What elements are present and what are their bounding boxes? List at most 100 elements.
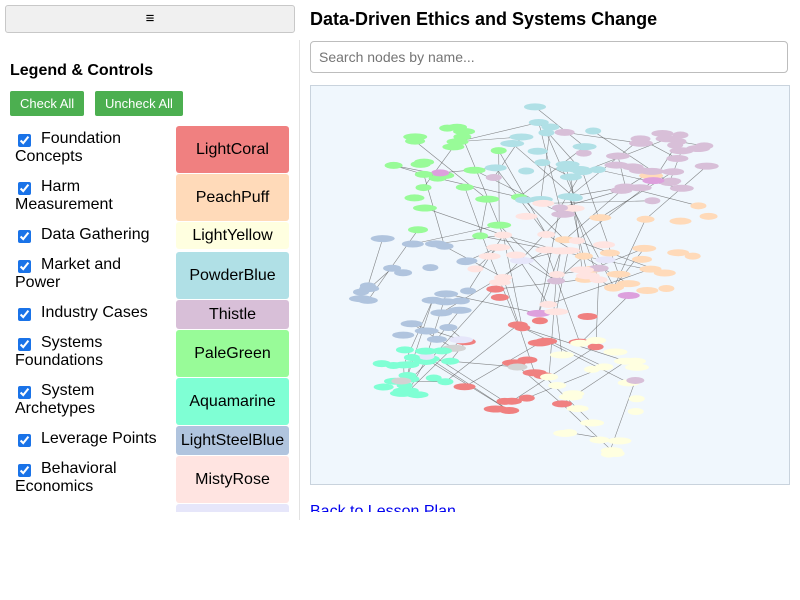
graph-node[interactable] (628, 139, 653, 147)
graph-node[interactable] (577, 312, 598, 320)
graph-node[interactable] (430, 309, 453, 317)
graph-node[interactable] (593, 241, 616, 249)
graph-node[interactable] (586, 336, 607, 344)
graph-node[interactable] (509, 257, 534, 265)
graph-node[interactable] (694, 162, 719, 170)
graph-node[interactable] (552, 400, 573, 408)
graph-node[interactable] (441, 357, 460, 365)
graph-node[interactable] (589, 214, 612, 222)
graph-node[interactable] (669, 217, 692, 225)
graph-node[interactable] (442, 143, 465, 151)
graph-node[interactable] (437, 378, 454, 386)
graph-node[interactable] (403, 354, 420, 362)
graph-node[interactable] (496, 397, 513, 405)
graph-node[interactable] (624, 363, 649, 371)
graph-node[interactable] (463, 166, 486, 174)
graph-node[interactable] (418, 352, 435, 360)
graph-node[interactable] (589, 166, 606, 174)
graph-node[interactable] (399, 361, 420, 369)
graph-node[interactable] (566, 405, 589, 413)
graph-node[interactable] (404, 194, 425, 202)
graph-node[interactable] (359, 285, 380, 293)
graph-node[interactable] (603, 348, 628, 356)
graph-node[interactable] (415, 184, 432, 192)
graph-node[interactable] (392, 331, 415, 339)
graph-node[interactable] (568, 237, 585, 245)
graph-node[interactable] (391, 377, 412, 385)
graph-node[interactable] (653, 269, 676, 277)
graph-node[interactable] (515, 196, 534, 204)
graph-node[interactable] (394, 269, 413, 277)
graph-node[interactable] (447, 306, 472, 314)
graph-node[interactable] (403, 133, 428, 141)
back-to-lesson-plan-link[interactable]: Back to Lesson Plan (310, 503, 456, 512)
graph-node[interactable] (604, 161, 629, 169)
graph-node[interactable] (455, 183, 474, 191)
graph-node[interactable] (487, 221, 512, 229)
graph-node[interactable] (507, 321, 528, 329)
graph-node[interactable] (548, 270, 565, 278)
graph-node[interactable] (595, 363, 614, 371)
check-all-button[interactable]: Check All (10, 91, 85, 116)
graph-node[interactable] (572, 143, 597, 151)
legend-checkbox[interactable] (18, 308, 31, 321)
graph-node[interactable] (414, 170, 433, 178)
graph-node[interactable] (667, 249, 690, 257)
graph-node[interactable] (614, 183, 637, 191)
search-input[interactable] (310, 41, 788, 73)
graph-node[interactable] (616, 280, 641, 288)
menu-toggle-button[interactable]: ≡ (5, 5, 295, 33)
graph-node[interactable] (490, 147, 507, 155)
graph-node[interactable] (453, 383, 476, 391)
graph-node[interactable] (554, 128, 575, 136)
graph-node[interactable] (534, 159, 551, 167)
graph-node[interactable] (585, 127, 602, 135)
graph-node[interactable] (595, 256, 616, 264)
graph-node[interactable] (472, 232, 489, 240)
graph-node[interactable] (636, 286, 659, 294)
graph-node[interactable] (400, 320, 423, 328)
graph-node[interactable] (395, 346, 414, 354)
graph-node[interactable] (551, 210, 576, 218)
graph-node[interactable] (555, 160, 580, 168)
graph-node[interactable] (384, 161, 403, 169)
graph-node[interactable] (538, 129, 555, 137)
graph-node[interactable] (541, 123, 560, 131)
graph-node[interactable] (553, 429, 578, 437)
graph-node[interactable] (447, 123, 468, 131)
graph-node[interactable] (449, 336, 474, 344)
graph-node[interactable] (432, 347, 453, 355)
graph-node[interactable] (515, 212, 538, 220)
graph-node[interactable] (414, 158, 435, 166)
graph-node[interactable] (547, 277, 566, 285)
graph-node[interactable] (537, 230, 556, 238)
graph-node[interactable] (524, 103, 547, 111)
legend-checkbox[interactable] (18, 338, 31, 351)
graph-node[interactable] (600, 450, 617, 458)
graph-node[interactable] (490, 293, 509, 301)
graph-node[interactable] (485, 174, 502, 182)
graph-node[interactable] (383, 264, 402, 272)
graph-node[interactable] (570, 266, 595, 274)
graph-node[interactable] (580, 419, 605, 427)
network-graph-canvas[interactable] (311, 86, 790, 485)
graph-node[interactable] (488, 278, 511, 286)
graph-node[interactable] (373, 383, 394, 391)
graph-node[interactable] (556, 247, 581, 255)
graph-node[interactable] (669, 147, 694, 155)
graph-node[interactable] (614, 357, 639, 365)
graph-node[interactable] (434, 290, 459, 298)
graph-node[interactable] (486, 285, 505, 293)
graph-node[interactable] (544, 308, 569, 316)
graph-node[interactable] (559, 173, 582, 181)
graph-node[interactable] (500, 140, 525, 148)
graph-node[interactable] (644, 197, 661, 205)
graph-node[interactable] (453, 133, 472, 141)
graph-node[interactable] (439, 323, 458, 331)
graph-node[interactable] (655, 135, 680, 143)
graph-node[interactable] (551, 204, 568, 212)
graph-node[interactable] (406, 391, 429, 399)
graph-node[interactable] (484, 164, 507, 172)
graph-node[interactable] (699, 212, 718, 220)
legend-checkbox[interactable] (18, 230, 31, 243)
